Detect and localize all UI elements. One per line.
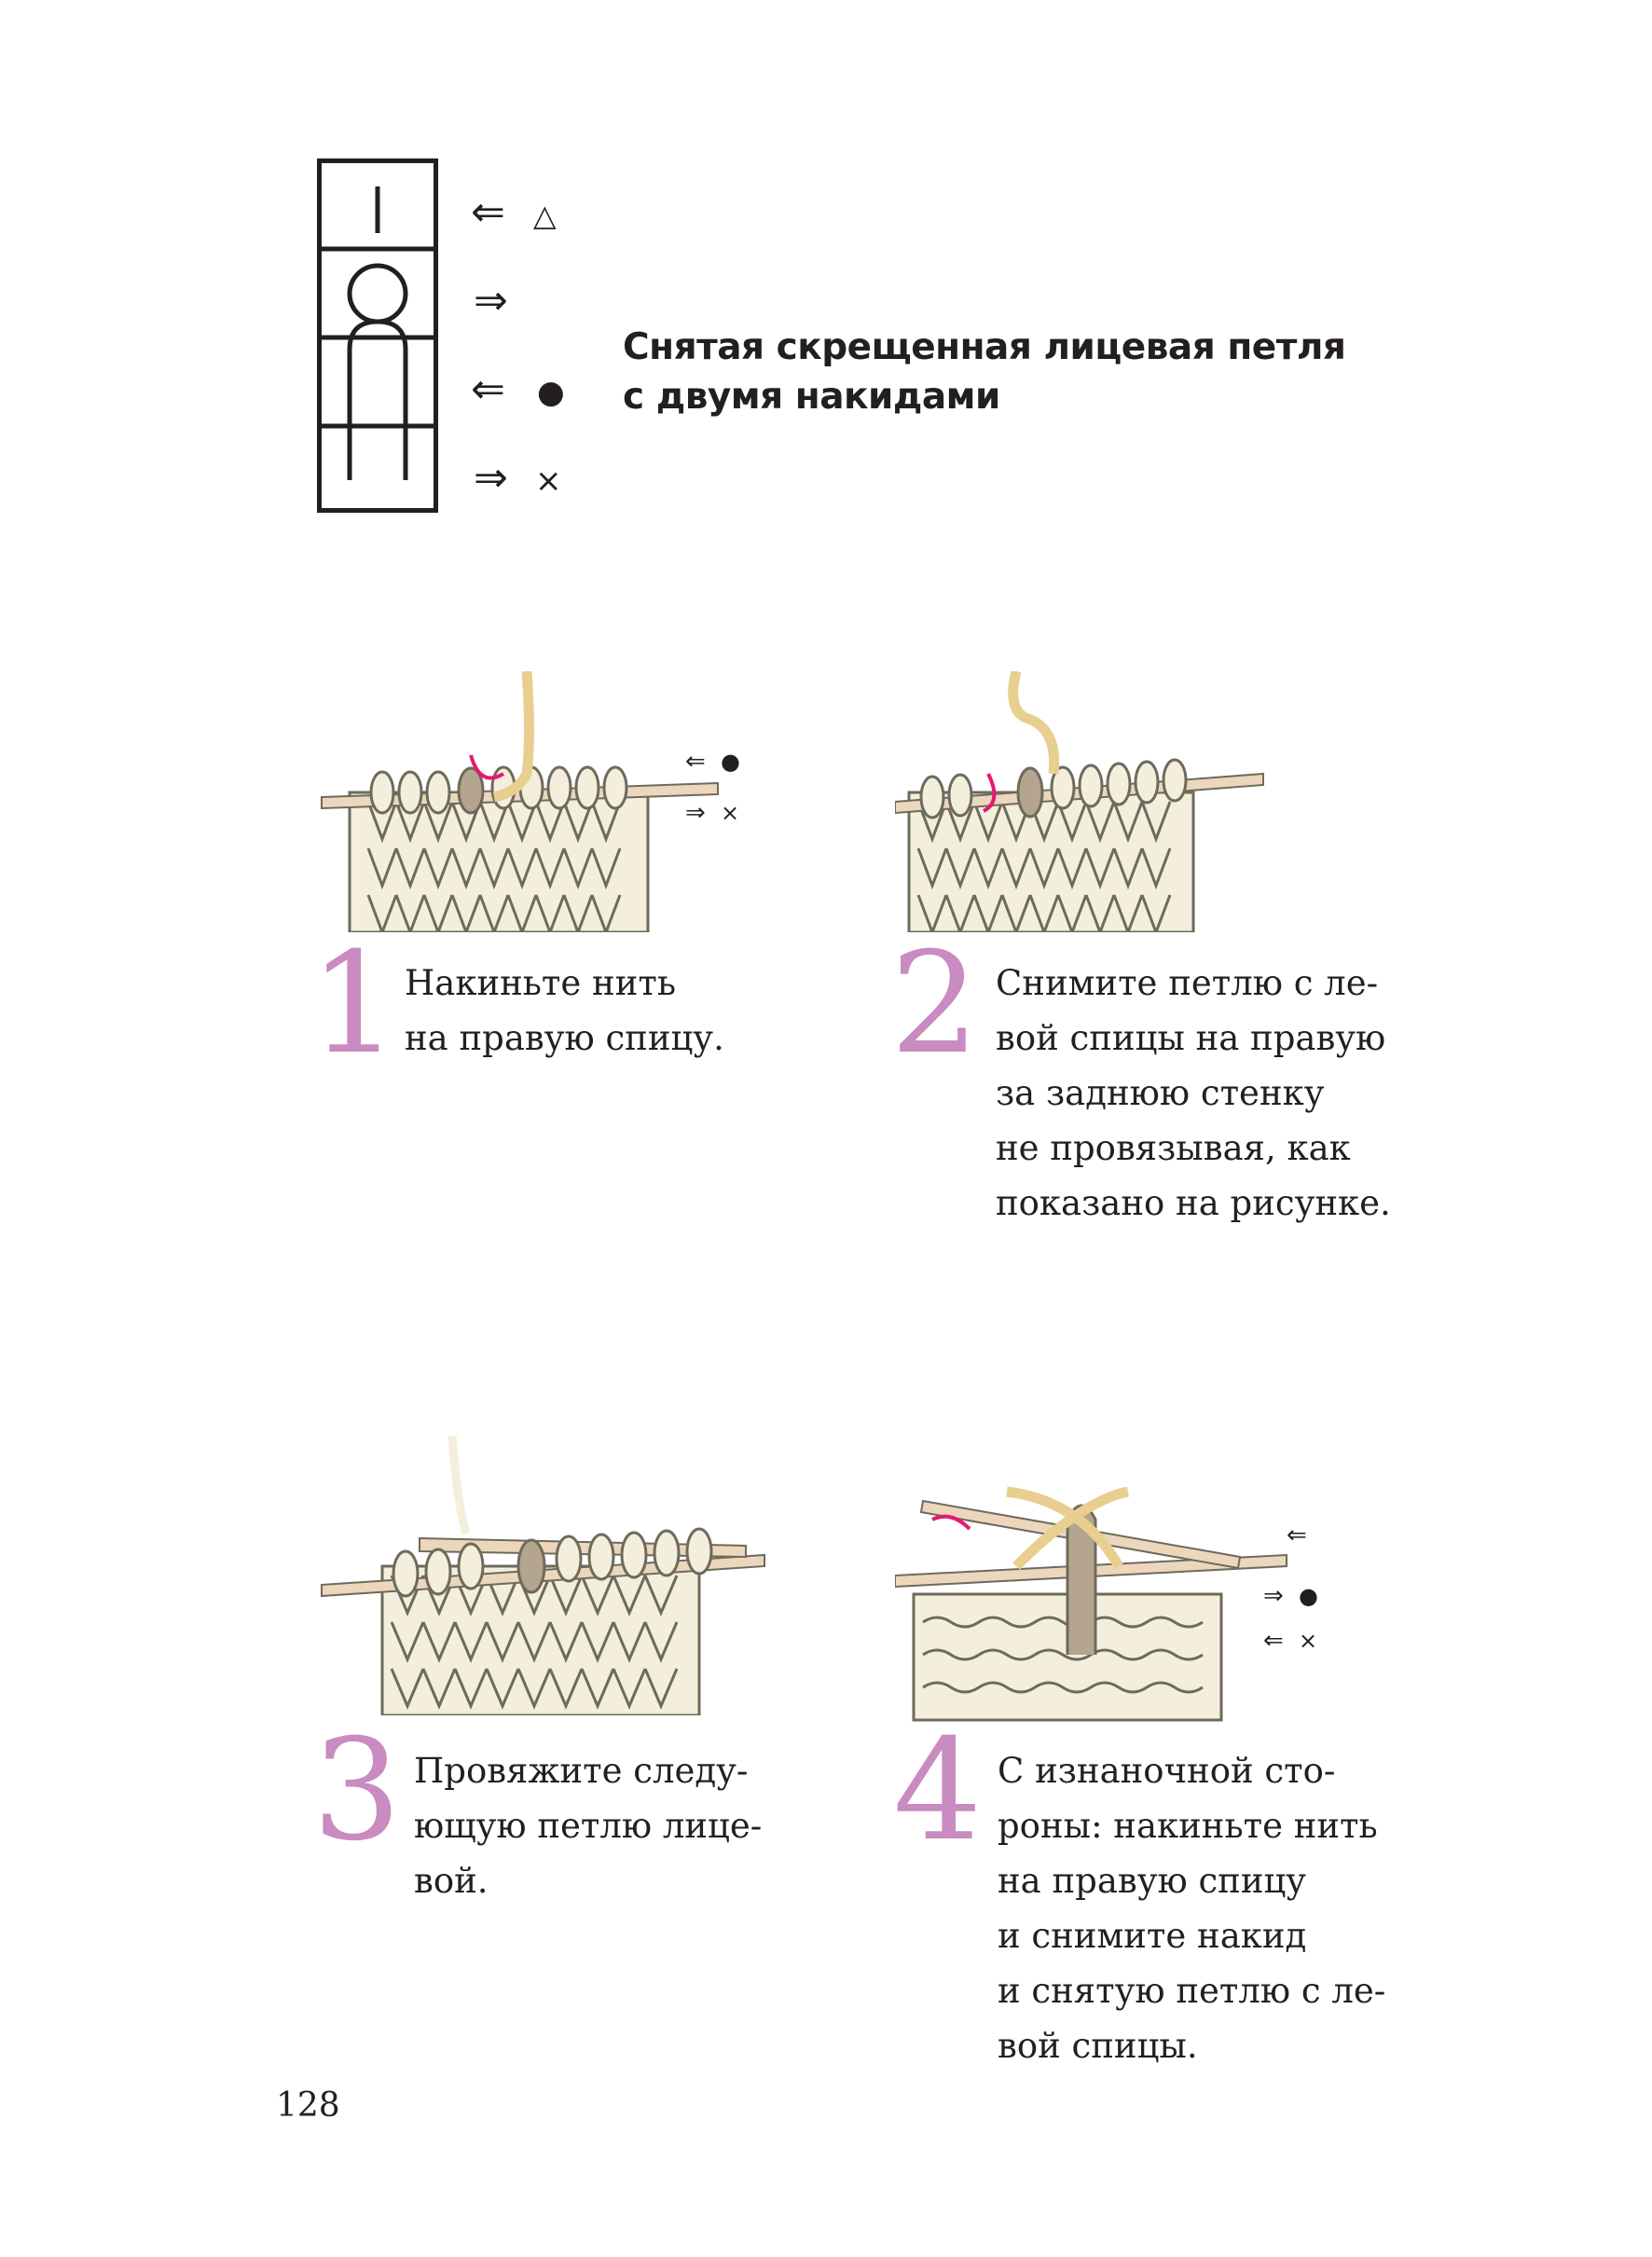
step-line: Накиньте нить: [405, 963, 676, 1003]
step-1-illustration: ⇐ ● ⇒ ×: [321, 671, 740, 932]
step-line: на правую спицу.: [405, 1018, 724, 1058]
step-4-text: С изнаночной сто- роны: накиньте нить на…: [998, 1743, 1385, 2073]
arrow-left-icon: ⇐: [471, 365, 505, 413]
stitch-loops: [392, 1527, 713, 1598]
working-yarn: [1008, 671, 1060, 775]
arrow-left-icon: ⇐: [1263, 1627, 1284, 1655]
step-number: 4: [893, 1710, 983, 1872]
step-line: вой спицы на правую: [996, 1018, 1386, 1058]
step-line: не провязывая, как: [996, 1128, 1351, 1168]
step-number: 3: [312, 1710, 402, 1872]
dot-icon: ●: [537, 374, 565, 411]
slip-loop-symbol: [347, 263, 408, 324]
cross-icon: ×: [535, 462, 562, 500]
slipped-loop: [1016, 766, 1044, 819]
step-number: 2: [890, 923, 980, 1085]
page-number: 128: [276, 2086, 340, 2125]
step-line: показано на рисунке.: [996, 1183, 1391, 1223]
working-yarn: [492, 671, 534, 803]
cross-icon: ×: [1299, 1628, 1317, 1654]
step-3-illustration: [321, 1436, 765, 1715]
step-line: и снимите накид: [998, 1916, 1307, 1956]
step-line: ющую петлю лице-: [414, 1806, 763, 1846]
cross-icon: ×: [721, 800, 739, 826]
arrow-left-icon: ⇐: [685, 748, 706, 776]
step-number: 1: [310, 923, 399, 1085]
triangle-icon: △: [533, 198, 557, 233]
title-line: Снятая скрещенная лицевая петля: [623, 326, 1346, 368]
slipped-loop: [457, 766, 485, 815]
step-3-text: Провяжите следу- ющую петлю лице- вой.: [414, 1743, 762, 1908]
direction-arrow-icon: [469, 754, 505, 780]
step-4-illustration: ⇐ ⇒ ● ⇐ ×: [895, 1486, 1318, 1722]
step-line: роны: накиньте нить: [998, 1806, 1378, 1846]
step-2-illustration: [895, 671, 1264, 932]
stitch-loops: [919, 758, 1188, 819]
step-line: на правую спицу: [998, 1861, 1307, 1901]
direction-arrow-icon: [982, 773, 997, 813]
direction-arrow-icon: [931, 1514, 971, 1531]
dot-icon: ●: [721, 749, 740, 775]
working-yarn: [1006, 1486, 1130, 1570]
stitch-loops: [369, 765, 628, 815]
dot-icon: ●: [1299, 1583, 1318, 1609]
step-line: С изнаночной сто-: [998, 1751, 1336, 1791]
arrow-left-icon: ⇐: [471, 188, 505, 236]
step-line: вой спицы.: [998, 2026, 1198, 2066]
knitted-fabric: [348, 791, 650, 932]
step-line: Провяжите следу-: [414, 1751, 749, 1791]
slipped-loop: [516, 1538, 546, 1594]
stitch-symbol-chart: ⇐ △ ⇒ ⇐ ● ⇒ ×: [317, 158, 565, 513]
arrow-left-icon: ⇐: [1287, 1521, 1307, 1549]
step-line: вой.: [414, 1861, 489, 1901]
step-line: за заднюю стенку: [996, 1073, 1325, 1113]
working-yarn: [447, 1436, 471, 1535]
elongated-stitch-symbol: [347, 319, 408, 480]
page-title: Снятая скрещенная лицевая петля с двумя …: [623, 323, 1346, 421]
title-line: с двумя накидами: [623, 376, 1000, 418]
step-line: Снимите петлю с ле-: [996, 963, 1379, 1003]
arrow-right-icon: ⇒: [474, 277, 508, 324]
knitted-fabric: [907, 791, 1195, 932]
arrow-right-icon: ⇒: [685, 799, 706, 827]
step-line: и снятую петлю с ле-: [998, 1971, 1386, 2011]
step-2-text: Снимите петлю с ле- вой спицы на правую …: [996, 956, 1391, 1231]
step-1-text: Накиньте нить на правую спицу.: [405, 956, 724, 1066]
arrow-right-icon: ⇒: [474, 454, 508, 502]
arrow-right-icon: ⇒: [1263, 1582, 1284, 1610]
